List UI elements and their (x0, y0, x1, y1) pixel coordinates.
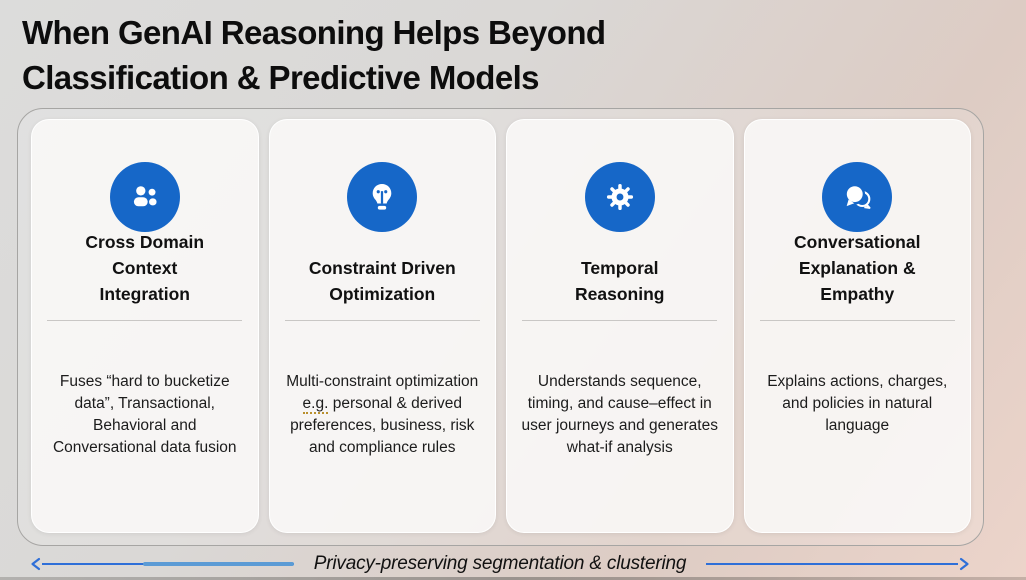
chat-icon (822, 162, 893, 232)
cards-row: Cross Domain Context Integration Fuses “… (31, 119, 971, 533)
card-divider (47, 320, 243, 321)
card-body: Fuses “hard to bucketize data”, Transact… (52, 373, 237, 456)
arrow-right-head-icon (959, 557, 969, 571)
body-text: personal & derived preferences, business… (290, 395, 475, 456)
bottom-edge-strip (0, 577, 1026, 580)
gear-icon (584, 162, 655, 232)
footer-arrow-band: Privacy-preserving segmentation & cluste… (30, 553, 970, 574)
arrow-right-line (706, 562, 958, 566)
arrow-left-light-segment (142, 561, 294, 567)
card-temporal-reasoning: Temporal Reasoning Understands sequence,… (506, 119, 734, 533)
card-body: Multi-constraint optimization e.g. perso… (281, 321, 485, 459)
card-title: Cross Domain Context Integration (85, 232, 205, 304)
card-divider (759, 320, 955, 321)
people-icon (109, 162, 180, 232)
footer-arrow-right (706, 557, 970, 571)
card-conversational-empathy: Conversational Explanation & Empathy Exp… (743, 119, 971, 533)
footer-arrow-left (30, 557, 294, 571)
card-divider (284, 320, 480, 321)
card-constraint-optimization: Constraint Driven Optimization Multi-con… (268, 119, 496, 533)
card-title: Constraint Driven Optimization (308, 258, 456, 304)
card-body: Understands sequence, timing, and cause–… (521, 373, 718, 456)
lightbulb-icon (347, 162, 418, 232)
footer-label: Privacy-preserving segmentation & cluste… (313, 553, 687, 574)
arrow-left-line (42, 561, 294, 567)
card-cross-domain: Cross Domain Context Integration Fuses “… (31, 119, 259, 533)
arrow-left-head-icon (31, 557, 41, 571)
cards-panel: Cross Domain Context Integration Fuses “… (17, 108, 984, 546)
card-divider (522, 320, 718, 321)
card-title: Temporal Reasoning (575, 258, 665, 304)
spellcheck-underline-text: e.g. (302, 395, 329, 414)
card-body: Explains actions, charges, and policies … (767, 373, 948, 434)
card-title: Conversational Explanation & Empathy (794, 232, 921, 304)
slide-title: When GenAI Reasoning Helps Beyond Classi… (22, 14, 606, 96)
body-text: Multi-constraint optimization (286, 373, 479, 390)
